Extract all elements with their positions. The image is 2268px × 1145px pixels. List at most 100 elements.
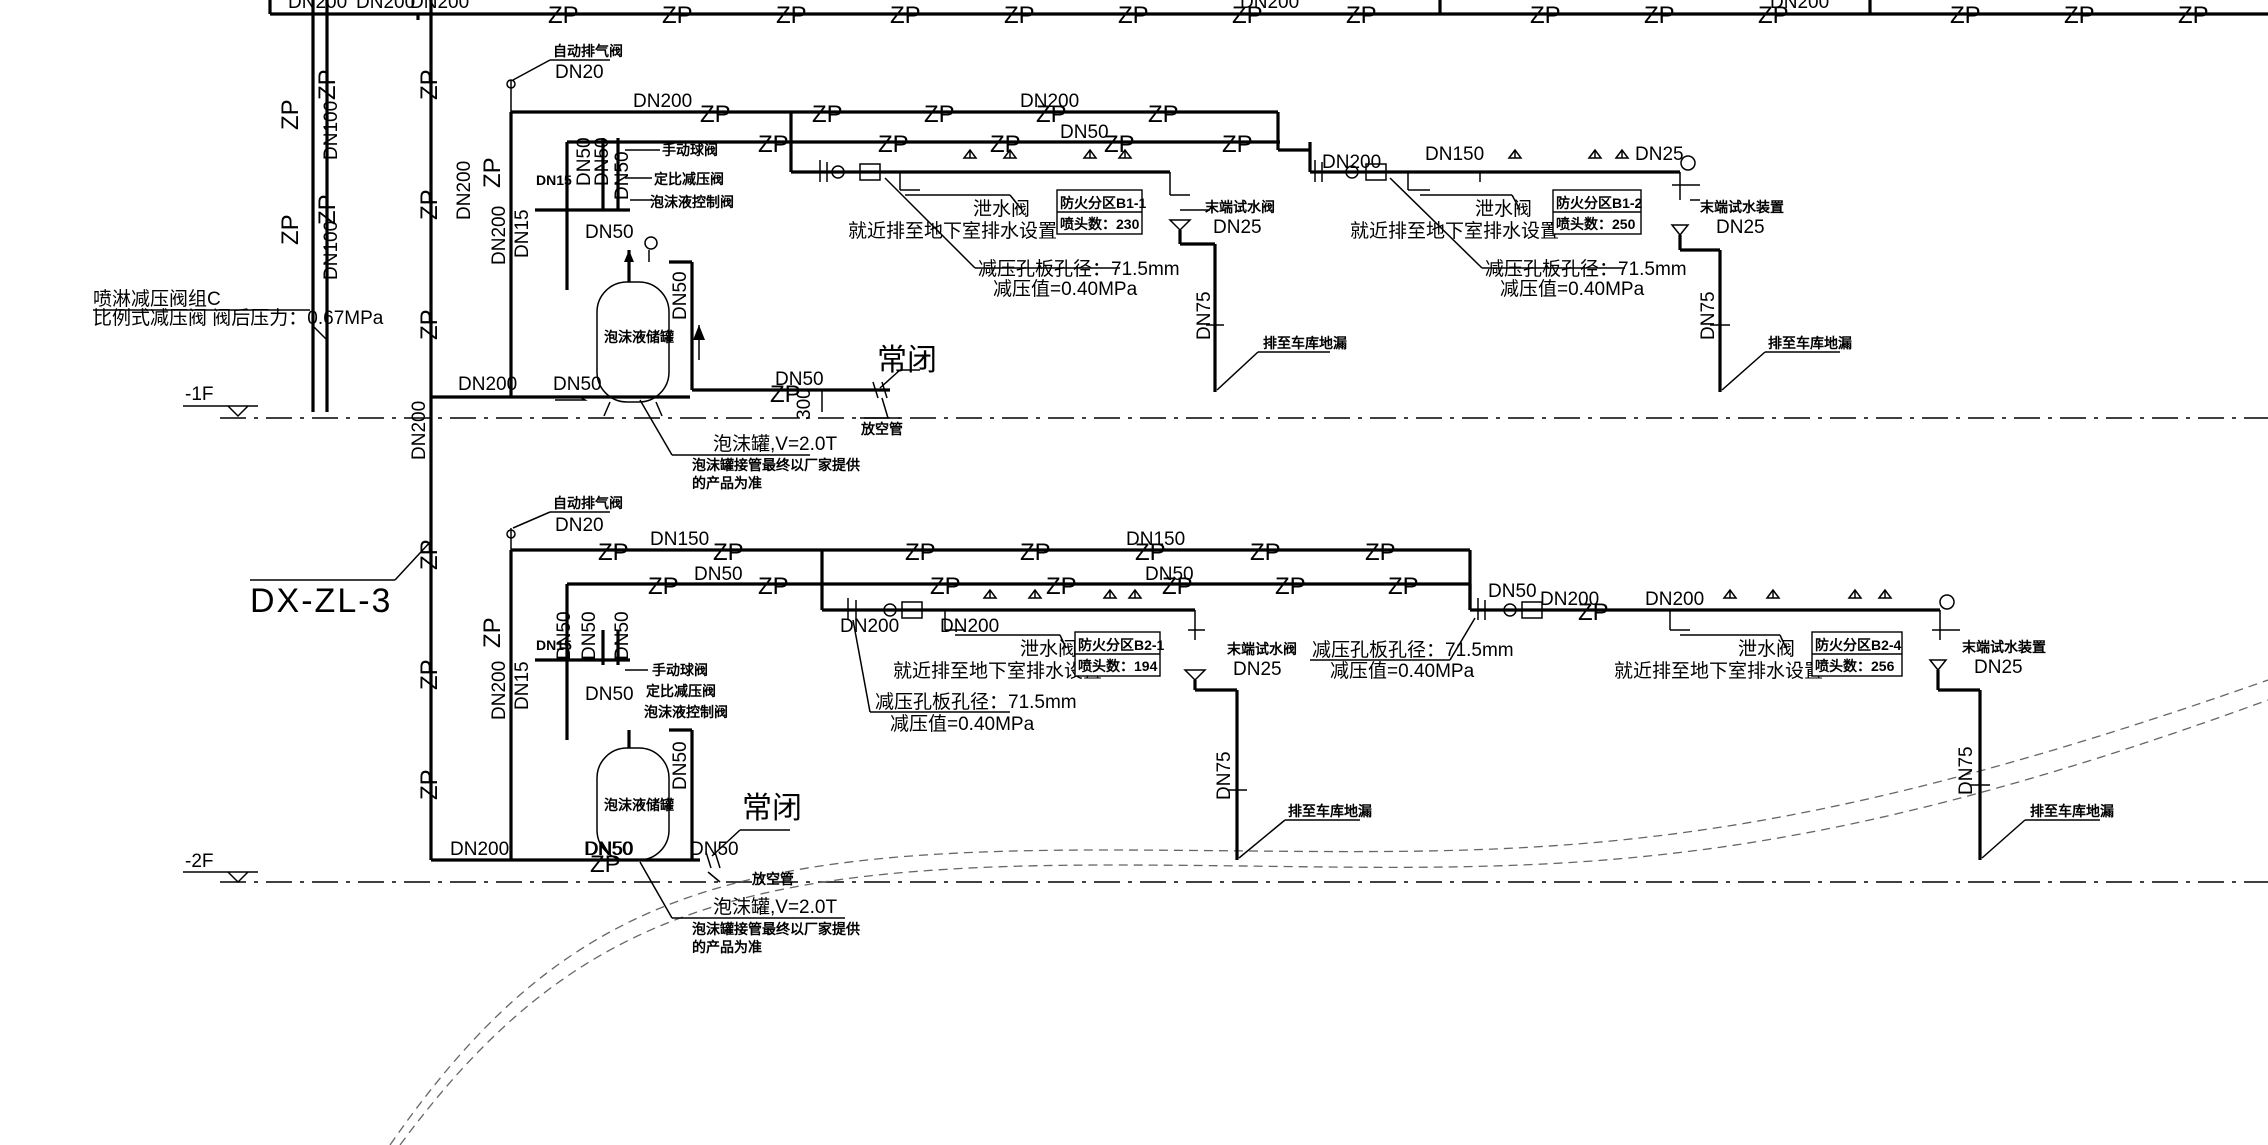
drawing-label: DN200	[1322, 152, 1381, 173]
sprinkler-head	[1002, 148, 1018, 159]
drawing-label: 泄水阀	[973, 198, 1030, 220]
valve-body	[1365, 163, 1387, 181]
valve-symbol	[1939, 594, 1955, 610]
foam-tank-b1	[596, 281, 670, 403]
drawing-label: ZP	[416, 659, 443, 690]
drawing-label: DN50	[1145, 564, 1194, 585]
drawing-label: ZP	[2178, 2, 2209, 29]
drawing-label: DN50	[574, 137, 595, 186]
drawing-label: ZP	[1275, 573, 1306, 600]
drawing-label: 的产品为准	[692, 475, 762, 491]
sprinkler-head	[1027, 588, 1043, 599]
pipe-segment	[394, 539, 433, 581]
drawing-label: 定比减压阀	[646, 683, 716, 699]
drawing-label: DN75	[1194, 291, 1215, 340]
drawing-label: 排至车库地漏	[2030, 803, 2114, 819]
drawing-label: ZP	[1104, 131, 1135, 158]
drawing-label: -1F	[185, 384, 214, 405]
pipe-segment	[1238, 819, 1286, 859]
drawing-label: DN50	[554, 611, 575, 660]
drawing-label: DN200	[1645, 589, 1704, 610]
pipe-segment	[1009, 194, 1023, 211]
drawing-label: 手动球阀	[652, 662, 708, 678]
pipe-segment	[639, 399, 673, 456]
drawing-label: 减压孔板孔径：71.5mm	[1312, 639, 1514, 661]
valve-symbol	[831, 165, 845, 179]
top-main-pipe: DN200 DN200 DN200 DN200 DN200 ZP ZP ZP Z…	[268, 0, 2268, 29]
drawing-label: ZP	[905, 539, 936, 566]
drawing-label: 泡沫罐接管最终以厂家提供	[692, 921, 860, 937]
drawing-label: 减压值=0.40MPa	[1500, 278, 1645, 300]
sprinkler-head	[1507, 148, 1523, 159]
drawing-label: DN100	[321, 221, 342, 280]
valve-symbol	[506, 529, 516, 539]
valve-group-desc: 比例式减压阀 阀后压力：0.67MPa	[93, 307, 384, 329]
drawing-label: ZP	[878, 131, 909, 158]
drawing-label: DN15	[536, 172, 572, 188]
drawing-label: ZP	[1046, 573, 1077, 600]
drawing-label: ZP	[1232, 2, 1263, 29]
pipe-segment	[1059, 634, 1067, 649]
pipe-segment	[707, 871, 721, 883]
drawing-label: 泡沫液储罐	[604, 797, 674, 813]
drawing-label: DN25	[1213, 217, 1262, 238]
drawing-label: ZP	[713, 539, 744, 566]
valve-symbol	[644, 236, 658, 250]
drawing-label: DN50	[775, 369, 824, 390]
drawing-label: ZP	[1388, 573, 1419, 600]
sprinkler-head	[1168, 219, 1192, 232]
valve-group-title: 喷淋减压阀组C	[93, 288, 221, 310]
drawing-label: 定比减压阀	[654, 171, 724, 187]
drawing-label: DN50	[612, 151, 633, 200]
drawing-label: 减压孔板孔径：71.5mm	[875, 691, 1077, 713]
drawing-label: 末端试水装置	[1962, 639, 2046, 655]
drawing-label: ZP	[890, 2, 921, 29]
drawing-label: ZP	[1118, 2, 1149, 29]
drawing-label: DN200	[288, 0, 347, 13]
drawing-label: DN200	[940, 616, 999, 637]
arrow-mark	[227, 405, 249, 418]
drawing-label: DN200	[356, 0, 415, 13]
drawing-label: DN150	[650, 529, 709, 550]
drawing-label: DN50	[670, 271, 691, 320]
drawing-label: 泡沫罐接管最终以厂家提供	[692, 457, 860, 473]
drawing-label: ZP	[930, 573, 961, 600]
drawing-label: 手动球阀	[662, 142, 718, 158]
sprinkler-head	[962, 148, 978, 159]
drawing-label: 泄水阀	[1475, 198, 1532, 220]
drawing-label: ZP	[1644, 2, 1675, 29]
drawing-label: 就近排至地下室排水设置	[1614, 660, 1823, 682]
drawing-label: 泡沫液控制阀	[650, 194, 734, 210]
drawing-label: ZP	[700, 101, 731, 128]
zp-marks-top: ZP ZP ZP ZP ZP ZP ZP ZP ZP ZP ZP ZP ZP Z…	[548, 2, 2209, 29]
b1-section: DN200 DN50 ZP DN200 DN15 自动排气阀 DN20 DN20…	[431, 43, 1852, 491]
drawing-label: 泄水阀	[1738, 638, 1795, 660]
sprinkler-head	[1102, 588, 1118, 599]
drawing-label: ZP	[416, 539, 443, 570]
drawing-label: DN50	[612, 611, 633, 660]
drawing-label: DN75	[1698, 291, 1719, 340]
drawing-label: 喷头数：256	[1815, 658, 1895, 674]
b2-section: DN200 DN50 ZP DN200 DN15 自动排气阀 DN20 DN15…	[431, 495, 2114, 955]
drawing-label: DN15	[512, 661, 533, 710]
valve-symbol	[1345, 165, 1359, 179]
sprinkler-head	[1877, 588, 1893, 599]
drawing-label: 末端试水阀	[1205, 199, 1275, 215]
drawing-label: ZP	[314, 194, 341, 225]
drawing-label: 排至车库地漏	[1263, 335, 1347, 351]
drawing-label: 喷头数：194	[1078, 658, 1158, 674]
drawing-label: DN25	[1974, 657, 2023, 678]
drawing-label: DN50	[670, 741, 691, 790]
drawing-label: ZP	[416, 69, 443, 100]
sprinkler-head	[1847, 588, 1863, 599]
sprinkler-head	[1587, 148, 1603, 159]
drawing-label: DN25	[1635, 144, 1684, 165]
drawing-label: DN200	[409, 401, 430, 460]
drawing-label: ZP	[1758, 2, 1789, 29]
drawing-label: DN200	[1240, 0, 1299, 13]
pipe-segment	[311, 324, 328, 341]
drawing-label: 泡沫液控制阀	[644, 704, 728, 720]
drawing-label: 自动排气阀	[553, 43, 623, 59]
drawing-label: 防火分区B1-1	[1060, 195, 1147, 211]
drawing-label: ZP	[479, 157, 506, 188]
